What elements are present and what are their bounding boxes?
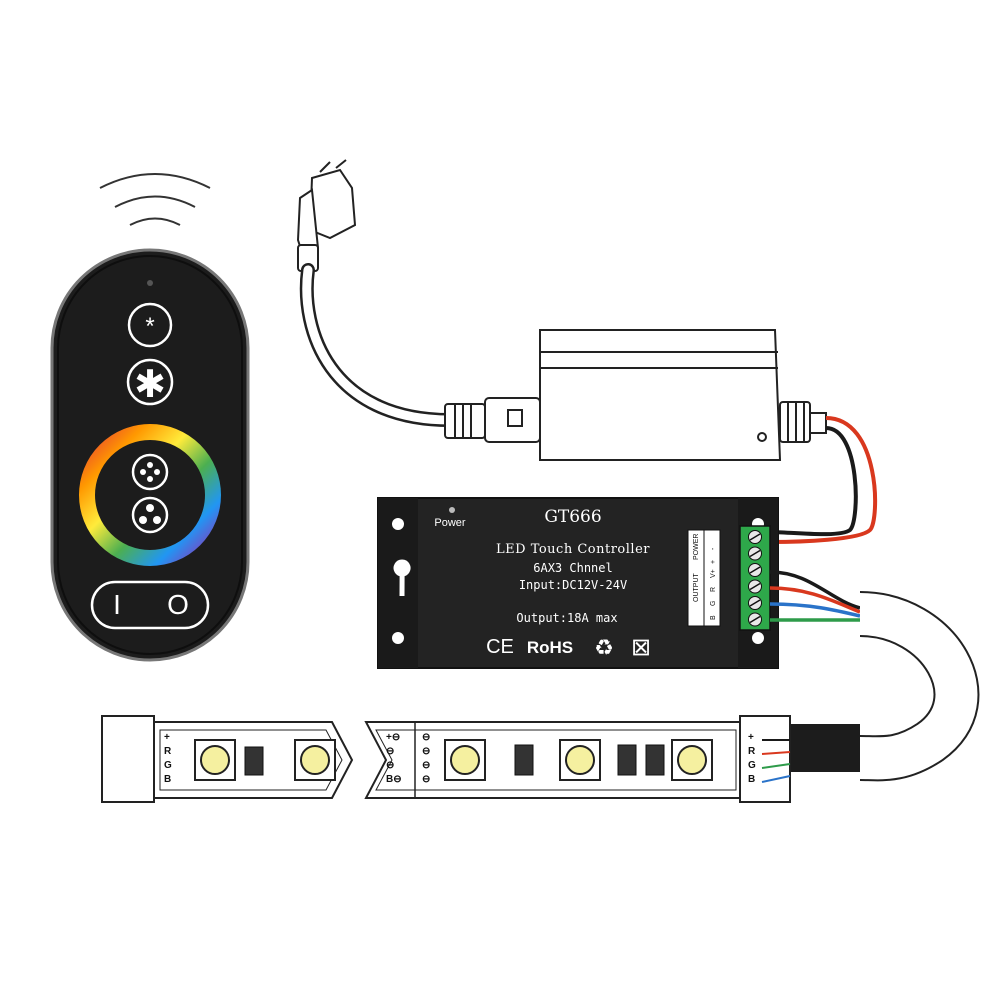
ac-plug (296, 159, 357, 272)
color-wheel-touch-ring[interactable] (79, 424, 221, 566)
mode-button-2[interactable] (131, 496, 169, 534)
led-strip-right-segment: +⊖ ⊖ ⊖ B⊖ ⊖ ⊖ ⊖ ⊖ + RGB (364, 715, 791, 803)
end-cap (101, 715, 155, 803)
strip-pin-label: +⊖ (386, 732, 400, 743)
strip-pin-label: B (748, 774, 755, 785)
strip-pin-label: B⊖ (386, 774, 402, 785)
terminal-screw[interactable] (748, 546, 762, 561)
large-sun-icon: ✱ (134, 364, 166, 406)
led-chip (559, 739, 601, 781)
gt666-controller: Power GT666 LED Touch Controller 6AX3 Ch… (377, 497, 779, 669)
weee-bin-icon: ⊠ (631, 634, 651, 661)
power-supply-adapter (444, 329, 827, 461)
resistor (645, 744, 665, 776)
led-chip (194, 739, 236, 781)
terminal-screw[interactable] (748, 563, 762, 577)
switch-off-label: O (167, 589, 189, 620)
strip-pin-label: R (748, 746, 756, 757)
resistor (617, 744, 637, 776)
model-name: GT666 (544, 507, 601, 527)
small-sun-icon: * (145, 313, 154, 340)
brightness-down-button[interactable]: * (127, 302, 173, 348)
terminal-pin-label: + (710, 560, 717, 564)
terminal-screw[interactable] (748, 612, 762, 627)
strip-pin-label: G (164, 760, 172, 771)
terminal-pin-label: - (710, 547, 717, 550)
terminal-pin-label: G (710, 601, 717, 606)
keyhole-slot (393, 559, 411, 597)
end-connector-cap (739, 715, 791, 803)
strip-pin-label: + (164, 732, 170, 743)
terminal-pin-label: R (710, 587, 717, 592)
terminal-pin-label: B (710, 615, 717, 620)
strip-pin-label: ⊖ (422, 746, 430, 757)
recycle-icon: ♻ (594, 635, 614, 660)
terminal-screw[interactable] (748, 596, 762, 610)
power-led (449, 507, 455, 513)
terminal-screw[interactable] (748, 579, 762, 594)
psu-positive-wire (769, 416, 878, 544)
controller-title: LED Touch Controller (496, 542, 650, 557)
input-spec: Input:DC12V-24V (519, 578, 627, 592)
four-dot-icon (140, 462, 160, 482)
psu-negative-wire (769, 426, 858, 537)
output-wires (769, 570, 861, 622)
strip-pin-label: ⊖ (386, 746, 394, 757)
resistor (514, 744, 534, 776)
strip-pin-label: ⊖ (422, 760, 430, 771)
mode-button-1[interactable] (131, 453, 169, 491)
remote-control: * ✱ I O (50, 173, 250, 662)
terminal-pin-label: V+ (710, 569, 717, 578)
terminal-label-block: OUTPUT POWER B G R V+ + - (687, 529, 721, 627)
resistor (244, 746, 264, 776)
mount-hole (752, 632, 764, 644)
three-dot-icon (139, 504, 161, 524)
ac-cord (299, 263, 457, 427)
output-spec: Output:18A max (516, 611, 617, 625)
channel-spec: 6AX3 Chnnel (533, 561, 612, 575)
remote-indicator-led (147, 280, 153, 286)
switch-on-label: I (113, 589, 121, 620)
strip-pin-label: G (748, 760, 756, 771)
cable-connector (790, 724, 860, 772)
strip-pin-label: ⊖ (422, 732, 430, 743)
brightness-up-button[interactable]: ✱ (126, 358, 174, 406)
wireless-signal-icon (99, 173, 211, 226)
mount-hole (392, 632, 404, 644)
strip-pin-label: + (748, 732, 754, 743)
led-chip (671, 739, 713, 781)
terminal-output-label: OUTPUT (693, 573, 700, 603)
strip-pin-label: B (164, 774, 171, 785)
power-switch[interactable]: I O (90, 580, 210, 630)
mount-hole (392, 518, 404, 530)
ce-mark: CE (486, 636, 514, 658)
strip-pin-label: ⊖ (386, 760, 394, 771)
led-chip (294, 739, 336, 781)
terminal-screw[interactable] (748, 530, 762, 544)
terminal-block (739, 525, 771, 631)
terminal-power-label: POWER (693, 534, 700, 560)
led-strip-left-segment: + RGB (101, 715, 354, 803)
led-chip (444, 739, 486, 781)
strip-pin-label: R (164, 746, 172, 757)
rohs-mark: RoHS (527, 638, 573, 657)
power-label: Power (434, 517, 466, 529)
strip-pin-label: ⊖ (422, 774, 430, 785)
